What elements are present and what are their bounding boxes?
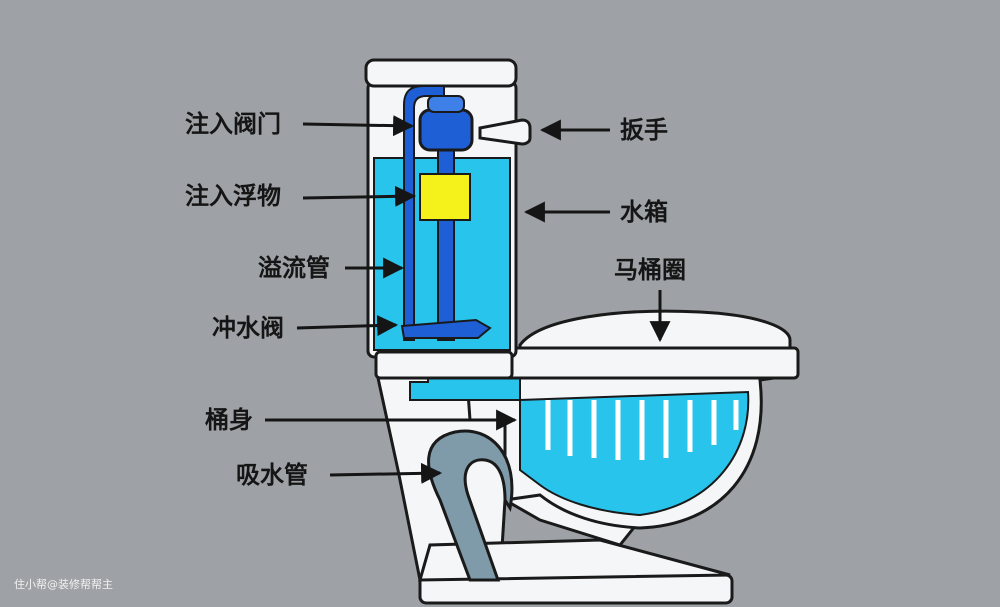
label-handle: 扳手 bbox=[620, 116, 668, 144]
label-float: 注入浮物 bbox=[185, 182, 281, 210]
handle-shape bbox=[478, 118, 532, 146]
fill-valve-head bbox=[418, 108, 474, 152]
fill-valve-cap bbox=[427, 95, 465, 113]
label-bowl-body: 桶身 bbox=[205, 406, 253, 434]
label-seat: 马桶圈 bbox=[614, 256, 686, 284]
flush-valve-flapper bbox=[400, 318, 492, 339]
tank-base bbox=[374, 350, 514, 380]
trapway-pipe bbox=[427, 429, 514, 582]
tank-lid bbox=[364, 58, 518, 88]
arrow-float bbox=[302, 185, 417, 207]
toilet-seat-ring bbox=[466, 346, 800, 380]
label-fill-valve: 注入阀门 bbox=[185, 110, 281, 138]
watermark-text: 住小帮@装修帮帮主 bbox=[14, 578, 113, 591]
toilet-seat bbox=[518, 309, 792, 352]
fill-valve-column bbox=[437, 139, 455, 341]
rim-jets bbox=[545, 400, 739, 460]
arrow-trapway bbox=[329, 462, 443, 484]
arrow-flush-valve bbox=[296, 315, 399, 337]
label-tank: 水箱 bbox=[620, 198, 668, 226]
arrow-fill-valve bbox=[302, 115, 415, 137]
float-block bbox=[419, 173, 471, 221]
label-overflow-tube: 溢流管 bbox=[258, 254, 330, 282]
label-trapway: 吸水管 bbox=[236, 461, 308, 489]
toilet-foot bbox=[418, 538, 731, 582]
label-flush-valve: 冲水阀 bbox=[212, 314, 284, 342]
